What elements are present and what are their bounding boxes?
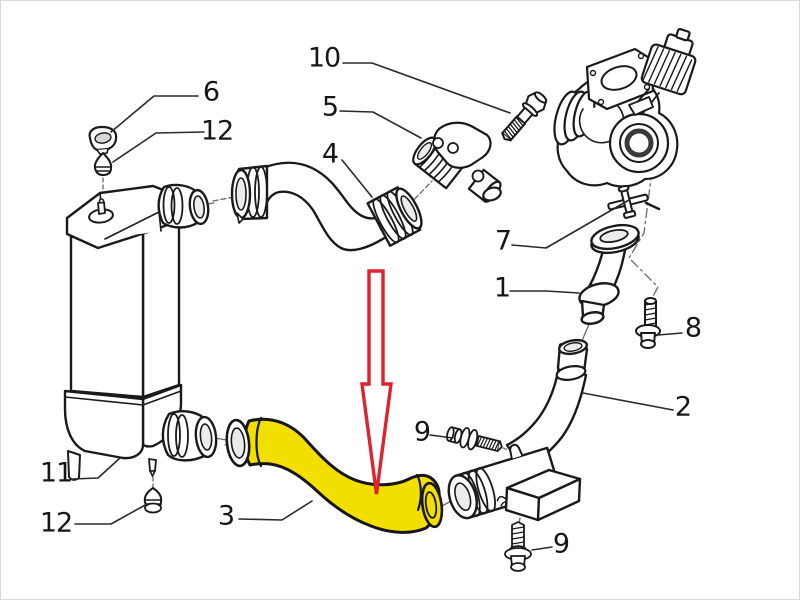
callout-2: 2 — [674, 391, 692, 423]
lower-pipe — [505, 338, 589, 471]
callout-5: 5 — [321, 91, 339, 123]
cap — [88, 125, 118, 155]
boost-valve — [412, 121, 502, 203]
screw-9-upper — [446, 426, 503, 452]
downpipe — [578, 223, 640, 325]
callout-4: 4 — [321, 138, 339, 170]
callout-12-bottom: 12 — [39, 507, 73, 539]
callout-12-top: 12 — [200, 115, 234, 147]
highlighted-hose-body — [243, 417, 441, 534]
callout-1: 1 — [493, 272, 511, 304]
grommet-bottom — [143, 487, 163, 514]
callout-6: 6 — [202, 76, 220, 108]
callout-7: 7 — [494, 225, 512, 257]
clamp — [607, 184, 661, 219]
screw-9-lower — [504, 521, 532, 572]
callout-9-lower: 9 — [552, 528, 570, 560]
callout-9-upper: 9 — [413, 416, 431, 448]
turbocharger — [553, 27, 697, 188]
grommet-top — [93, 152, 113, 176]
highlight-arrow — [360, 269, 393, 495]
callout-3: 3 — [217, 500, 235, 532]
leader-lines — [72, 62, 683, 551]
resonator — [447, 443, 582, 522]
callout-11: 11 — [39, 457, 73, 489]
bolt-8 — [635, 297, 661, 349]
upper-hose — [230, 161, 423, 252]
intercooler — [63, 183, 218, 481]
callout-10: 10 — [307, 42, 341, 74]
bolt-10 — [501, 91, 548, 142]
highlighted-hose — [225, 416, 444, 534]
callout-8: 8 — [684, 312, 702, 344]
